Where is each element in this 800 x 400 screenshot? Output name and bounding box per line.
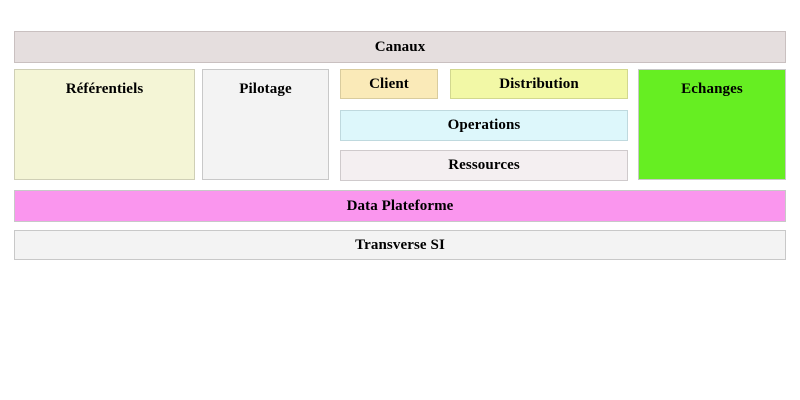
block-client[interactable]: Client <box>340 69 438 99</box>
block-data-plateforme-label: Data Plateforme <box>346 197 454 214</box>
block-canaux[interactable]: Canaux <box>14 31 786 63</box>
block-echanges[interactable]: Echanges <box>638 69 786 180</box>
block-echanges-label: Echanges <box>681 81 743 97</box>
block-operations-label: Operations <box>447 117 521 133</box>
block-transverse-si-label: Transverse SI <box>355 236 445 253</box>
block-ressources-label: Ressources <box>448 157 520 173</box>
block-canaux-label: Canaux <box>374 38 426 55</box>
block-distribution[interactable]: Distribution <box>450 69 628 99</box>
block-client-label: Client <box>369 75 409 92</box>
block-ressources[interactable]: Ressources <box>340 150 628 181</box>
block-transverse-si[interactable]: Transverse SI <box>14 230 786 260</box>
block-referentiels[interactable]: Référentiels <box>14 69 195 180</box>
block-data-plateforme[interactable]: Data Plateforme <box>14 190 786 222</box>
block-distribution-label: Distribution <box>499 75 579 92</box>
block-pilotage-label: Pilotage <box>239 81 292 97</box>
block-pilotage[interactable]: Pilotage <box>202 69 329 180</box>
block-referentiels-label: Référentiels <box>65 81 144 97</box>
block-operations[interactable]: Operations <box>340 110 628 141</box>
